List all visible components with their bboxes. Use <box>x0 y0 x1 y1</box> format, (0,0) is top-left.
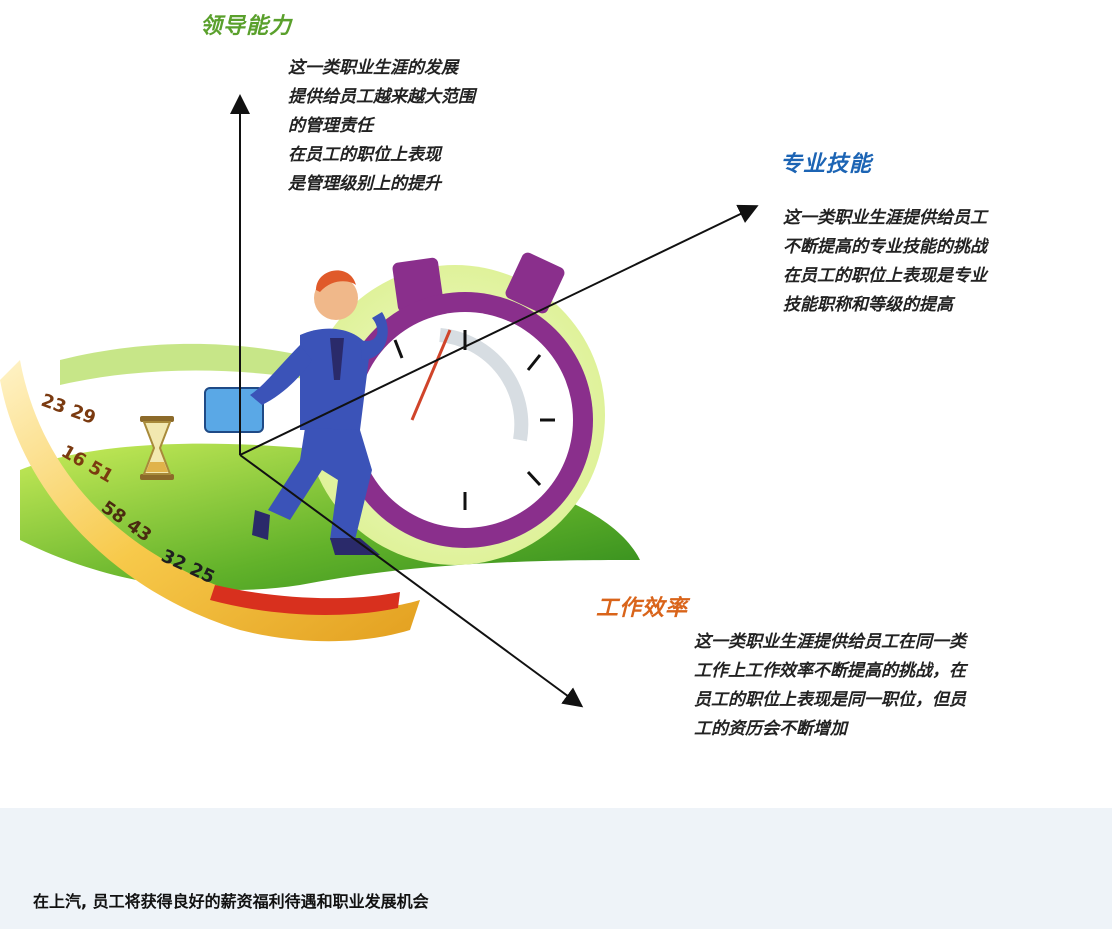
description-line: 是管理级别上的提升 <box>288 174 441 194</box>
description-line: 不断提高的专业技能的挑战 <box>783 237 987 257</box>
description-line: 的管理责任 <box>288 116 373 136</box>
description-line: 这一类职业生涯提供给员工 <box>783 208 987 228</box>
career-diagram: 23 29 16 51 58 43 32 25 <box>0 14 987 744</box>
career-axes <box>230 94 759 708</box>
leadership-title: 领导能力 <box>200 14 293 39</box>
svg-text:23 29: 23 29 <box>38 390 98 429</box>
description-line: 在员工的职位上表现是专业 <box>783 266 987 286</box>
businessman-figure <box>204 270 388 555</box>
efficiency-axis <box>239 454 584 708</box>
number-ribbon: 23 29 16 51 58 43 32 25 <box>0 360 420 642</box>
description-line: 技能职称和等级的提高 <box>783 295 953 315</box>
footer-banner: 在上汽, 员工将获得良好的薪资福利待遇和职业发展机会 <box>0 808 1112 929</box>
description-line: 员工的职位上表现是同一职位，但员 <box>694 690 966 710</box>
leadership-description: 这一类职业生涯的发展 提供给员工越来越大范围 的管理责任 在员工的职位上表现 是… <box>288 54 475 199</box>
description-line: 这一类职业生涯的发展 <box>288 58 458 78</box>
description-line: 工作上工作效率不断提高的挑战，在 <box>694 661 966 681</box>
skill-axis <box>239 204 759 456</box>
efficiency-title: 工作效率 <box>596 596 689 621</box>
skill-title: 专业技能 <box>780 152 873 177</box>
hourglass-icon <box>140 416 174 480</box>
career-illustration: 23 29 16 51 58 43 32 25 <box>0 94 759 708</box>
description-line: 这一类职业生涯提供给员工在同一类 <box>694 632 966 652</box>
skill-description: 这一类职业生涯提供给员工 不断提高的专业技能的挑战 在员工的职位上表现是专业 技… <box>783 204 987 320</box>
description-line: 在员工的职位上表现 <box>288 145 441 165</box>
footer-text: 在上汽, 员工将获得良好的薪资福利待遇和职业发展机会 <box>33 892 429 911</box>
efficiency-description: 这一类职业生涯提供给员工在同一类 工作上工作效率不断提高的挑战，在 员工的职位上… <box>694 628 966 744</box>
description-line: 工的资历会不断增加 <box>694 719 847 739</box>
description-line: 提供给员工越来越大范围 <box>288 87 475 107</box>
